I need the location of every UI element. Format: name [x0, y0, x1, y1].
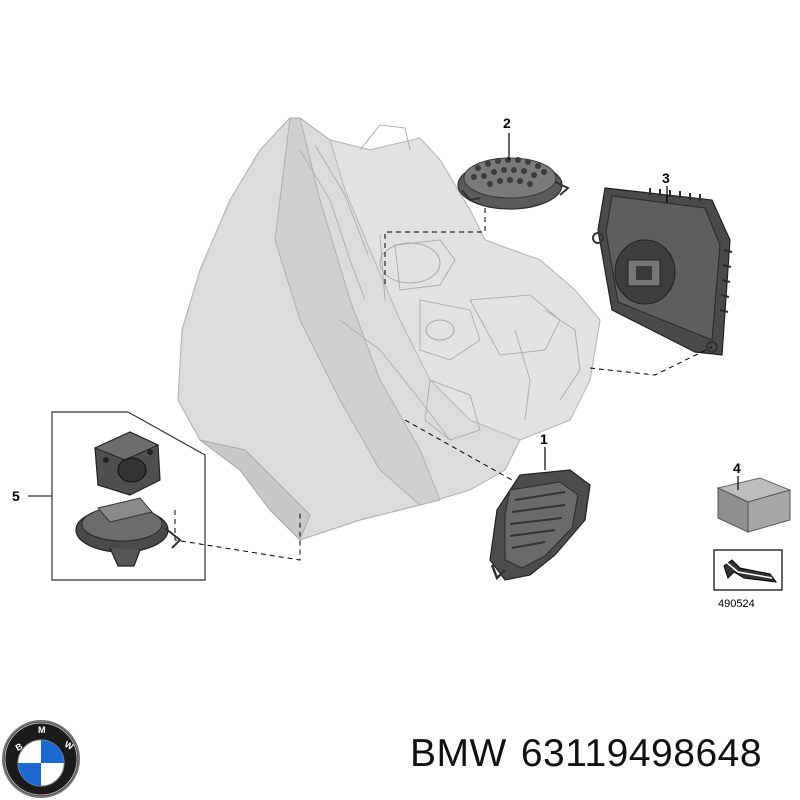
svg-text:B: B [14, 741, 25, 753]
part-5-bracket [28, 411, 206, 581]
part-caption: BMW 63119498648 [410, 732, 776, 782]
part-2-round-module [457, 157, 570, 210]
part-5-upper-component [93, 431, 161, 496]
callout-4: 4 [733, 460, 741, 476]
svg-text:M: M [38, 725, 46, 735]
bmw-logo: B M W [2, 720, 80, 798]
leader-lines [508, 133, 739, 490]
reference-symbol-box [713, 549, 783, 591]
headlight-housing [177, 117, 601, 541]
brand-name: BMW [410, 732, 507, 775]
dashed-connection-lines [174, 208, 713, 561]
part-1-ballast-module [489, 469, 591, 581]
callout-5: 5 [12, 488, 20, 504]
callout-3: 3 [662, 170, 670, 186]
part-4-block [716, 477, 792, 533]
part-number: 63119498648 [520, 732, 763, 775]
reference-code: 490524 [718, 598, 755, 610]
part-5-lower-component [75, 497, 182, 567]
callout-2: 2 [503, 115, 511, 131]
part-3-control-unit [592, 187, 733, 356]
callout-1: 1 [540, 431, 548, 447]
